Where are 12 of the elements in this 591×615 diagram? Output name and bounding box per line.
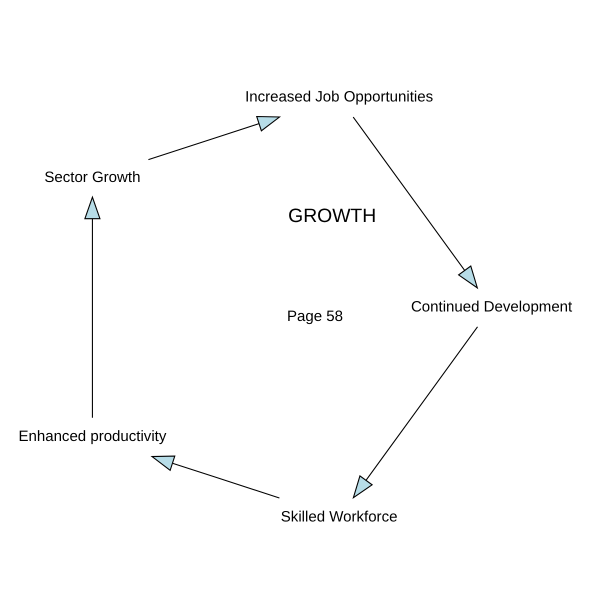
node-text: Enhanced productivity	[18, 428, 166, 446]
arrow	[352, 326, 478, 500]
node-text: Sector Growth	[44, 168, 140, 186]
node-text: Continued Development	[410, 298, 572, 316]
label: GROWTH	[288, 204, 376, 227]
arrow	[84, 196, 101, 418]
arrow	[148, 116, 282, 160]
label: Page 58	[286, 308, 344, 326]
node-text: Increased Job Opportunities	[245, 88, 434, 106]
arrow	[150, 456, 280, 498]
arrow	[352, 116, 478, 290]
node-text: Skilled Workforce	[280, 508, 398, 526]
